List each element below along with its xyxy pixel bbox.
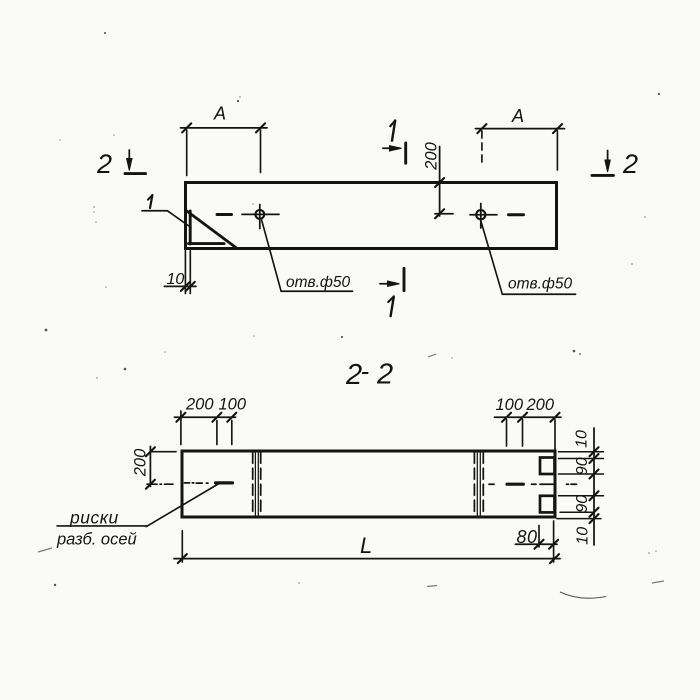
- svg-text:200: 200: [131, 448, 149, 477]
- svg-text:2: 2: [96, 149, 112, 179]
- svg-text:2: 2: [345, 359, 362, 391]
- svg-text:отв.ф50: отв.ф50: [286, 274, 350, 291]
- svg-text:90: 90: [574, 457, 591, 475]
- svg-text:80: 80: [517, 527, 538, 547]
- svg-text:10: 10: [575, 527, 592, 545]
- svg-text:L: L: [360, 533, 372, 558]
- svg-text:100: 100: [219, 396, 247, 414]
- svg-text:200: 200: [185, 396, 214, 414]
- svg-text:отв.ф50: отв.ф50: [508, 276, 572, 293]
- svg-text:90: 90: [574, 495, 591, 513]
- svg-text:разб. осей: разб. осей: [56, 531, 137, 549]
- svg-text:10: 10: [574, 430, 591, 448]
- svg-text:10: 10: [167, 271, 185, 288]
- svg-text:2: 2: [376, 359, 393, 391]
- svg-text:2: 2: [622, 149, 638, 179]
- svg-text:риски: риски: [69, 508, 119, 528]
- svg-text:A: A: [213, 104, 226, 124]
- svg-text:-: -: [361, 356, 370, 386]
- svg-text:100: 100: [496, 396, 524, 414]
- svg-text:200: 200: [423, 141, 441, 170]
- svg-text:200: 200: [526, 396, 555, 414]
- svg-text:A: A: [511, 106, 524, 126]
